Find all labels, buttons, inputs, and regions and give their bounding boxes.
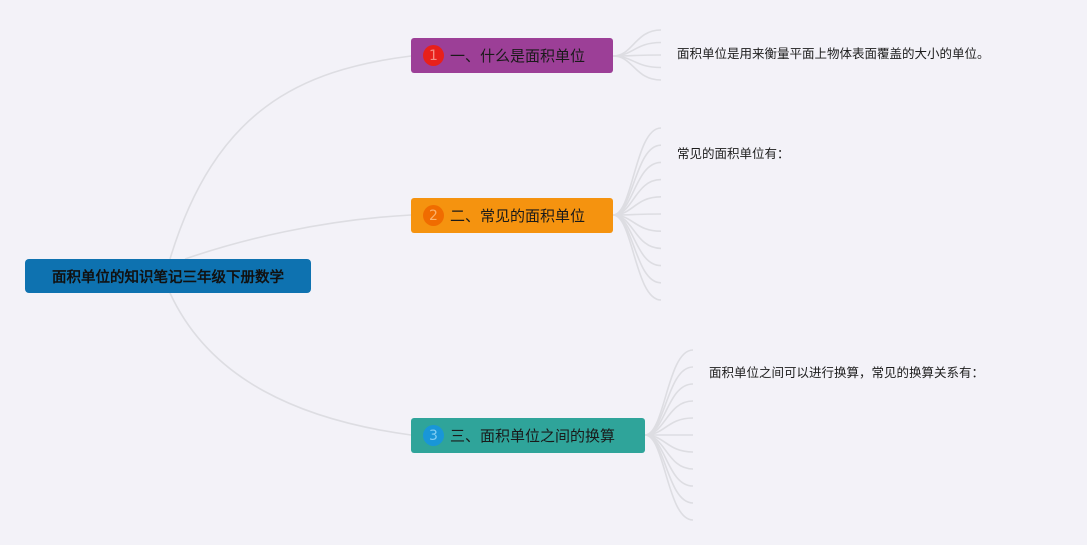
connector-branch-2-leaf-line bbox=[612, 213, 662, 216]
connector-branch-3-leaf-line bbox=[644, 383, 694, 436]
connector-branch-1-leaf-line bbox=[612, 54, 662, 57]
connector-branch-3-leaf-line bbox=[644, 434, 694, 521]
branch-node-1-label: 一、什么是面积单位 bbox=[450, 47, 586, 65]
leaf-node-3-1[interactable]: 面积单位之间可以进行换算，常见的换算关系有： bbox=[709, 365, 985, 380]
connector-branch-2-leaf-line bbox=[612, 127, 662, 216]
connector-root-branch-3 bbox=[169, 292, 412, 436]
branch-node-3-label: 三、面积单位之间的换算 bbox=[450, 427, 616, 445]
connector-branch-2-leaf-line bbox=[612, 214, 662, 301]
connector-branch-2-leaf-line bbox=[612, 214, 662, 267]
root-node-label: 面积单位的知识笔记三年级下册数学 bbox=[52, 269, 284, 286]
number-badge-3-icon: 3 bbox=[423, 425, 444, 446]
connector-branch-3-leaf-line bbox=[644, 349, 694, 436]
connector-branch-1-leaf-line bbox=[612, 55, 662, 81]
connector-root-branch-1 bbox=[169, 55, 412, 260]
connector-branch-3-leaf-line bbox=[644, 434, 694, 487]
branch-node-1[interactable]: 1 一、什么是面积单位 bbox=[411, 38, 613, 73]
leaf-node-2-1[interactable]: 常见的面积单位有： bbox=[677, 146, 790, 161]
branch-node-3[interactable]: 3 三、面积单位之间的换算 bbox=[411, 418, 645, 453]
leaf-node-1-1[interactable]: 面积单位是用来衡量平面上物体表面覆盖的大小的单位。 bbox=[677, 46, 990, 61]
root-node[interactable]: 面积单位的知识笔记三年级下册数学 bbox=[25, 259, 311, 293]
branch-node-2-label: 二、常见的面积单位 bbox=[450, 207, 586, 225]
number-badge-2-icon: 2 bbox=[423, 205, 444, 226]
connector-branch-2-leaf-line bbox=[612, 161, 662, 216]
connector-root-branch-2 bbox=[184, 214, 412, 260]
branch-node-2[interactable]: 2 二、常见的面积单位 bbox=[411, 198, 613, 233]
number-badge-1-icon: 1 bbox=[423, 45, 444, 66]
